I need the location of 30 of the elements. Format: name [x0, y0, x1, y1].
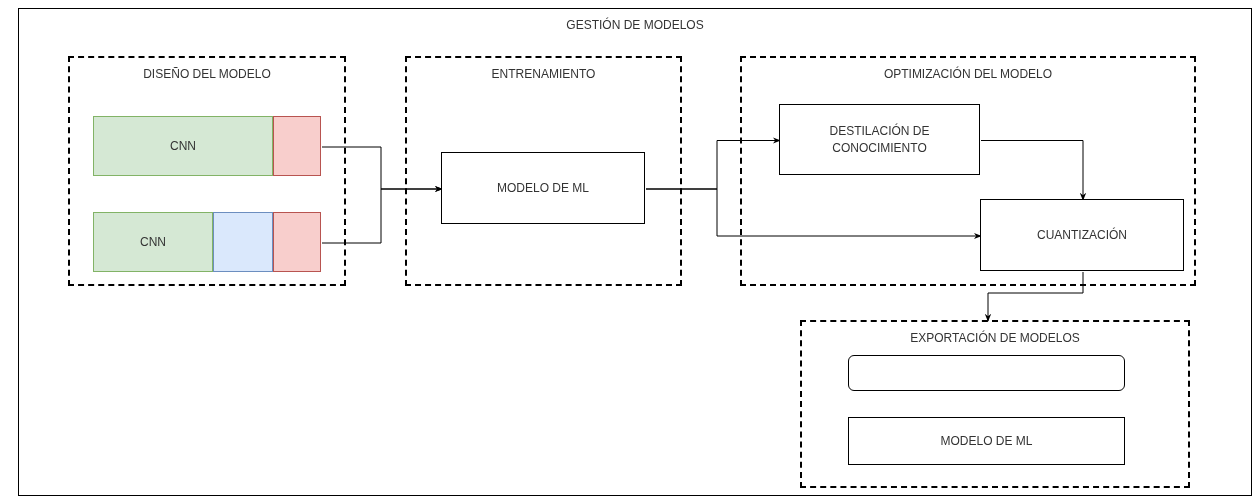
arrow: [980, 140, 1087, 201]
group-box: [740, 56, 1196, 286]
node-label: CUANTIZACIÓN: [1036, 226, 1128, 244]
layer-block: [273, 212, 321, 272]
node-label: DESTILACIÓN DE CONOCIMIENTO: [828, 123, 931, 156]
group-title: ENTRENAMIENTO: [490, 66, 597, 83]
layer-block: [273, 116, 321, 176]
group-title: EXPORTACIÓN DE MODELOS: [909, 330, 1081, 347]
arrow: [645, 188, 982, 240]
arrow: [321, 185, 443, 244]
process-box: [779, 104, 980, 175]
group-title: DISEÑO DEL MODELO: [142, 66, 272, 83]
node-label: MODELO DE ML: [496, 179, 590, 197]
arrow: [984, 271, 1084, 322]
layer-block: [213, 212, 273, 272]
layer-block: [93, 212, 213, 272]
process-box: [980, 199, 1184, 271]
process-box: [441, 152, 645, 224]
group-box: [800, 320, 1190, 488]
group-title: OPTIMIZACIÓN DEL MODELO: [882, 66, 1054, 83]
layer-block: [93, 116, 273, 176]
node-label: MODELO DE ML: [939, 432, 1034, 450]
frame-box: [18, 8, 1252, 496]
group-title: GESTIÓN DE MODELOS: [565, 17, 705, 34]
rounded-box: [848, 355, 1125, 391]
group-box: [405, 56, 682, 286]
process-box: [848, 417, 1125, 465]
node-label: CNN: [139, 233, 167, 251]
node-label: CNN: [169, 137, 197, 155]
group-box: [68, 56, 346, 286]
